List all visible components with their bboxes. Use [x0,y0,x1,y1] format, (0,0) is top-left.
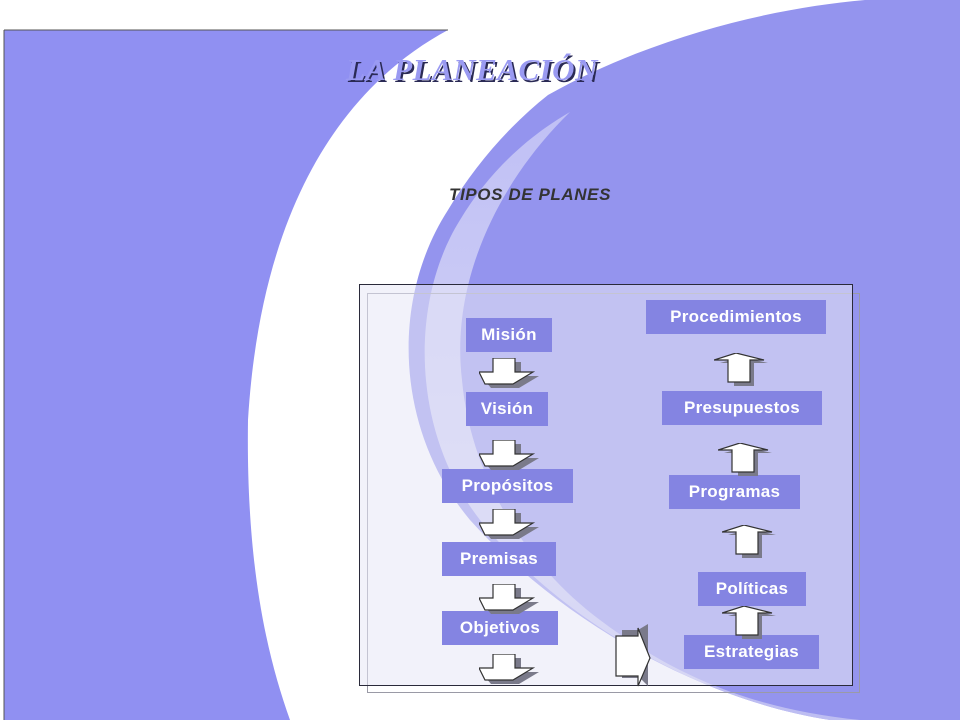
down-arrow-icon [479,509,543,541]
box-premisas: Premisas [442,542,556,576]
box-estrategias: Estrategias [684,635,819,669]
box-presupuestos: Presupuestos [662,391,822,425]
down-arrow-icon [479,654,543,686]
down-arrow-icon [479,440,543,472]
down-arrow-icon [479,358,543,390]
up-arrow-icon [718,443,774,477]
box-politicas: Políticas [698,572,806,606]
box-vision: Visión [466,392,548,426]
box-procedimientos: Procedimientos [646,300,826,334]
right-arrow-icon [614,620,654,690]
box-mision: Misión [466,318,552,352]
diagram-subtitle: TIPOS DE PLANES [449,185,612,204]
page-title: LA PLANEACIÓN [346,52,598,87]
down-arrow-icon [479,584,543,616]
up-arrow-icon [714,353,770,387]
box-propositos: Propósitos [442,469,573,503]
up-arrow-icon [722,606,778,640]
up-arrow-icon [722,525,778,559]
box-programas: Programas [669,475,800,509]
box-objetivos: Objetivos [442,611,558,645]
